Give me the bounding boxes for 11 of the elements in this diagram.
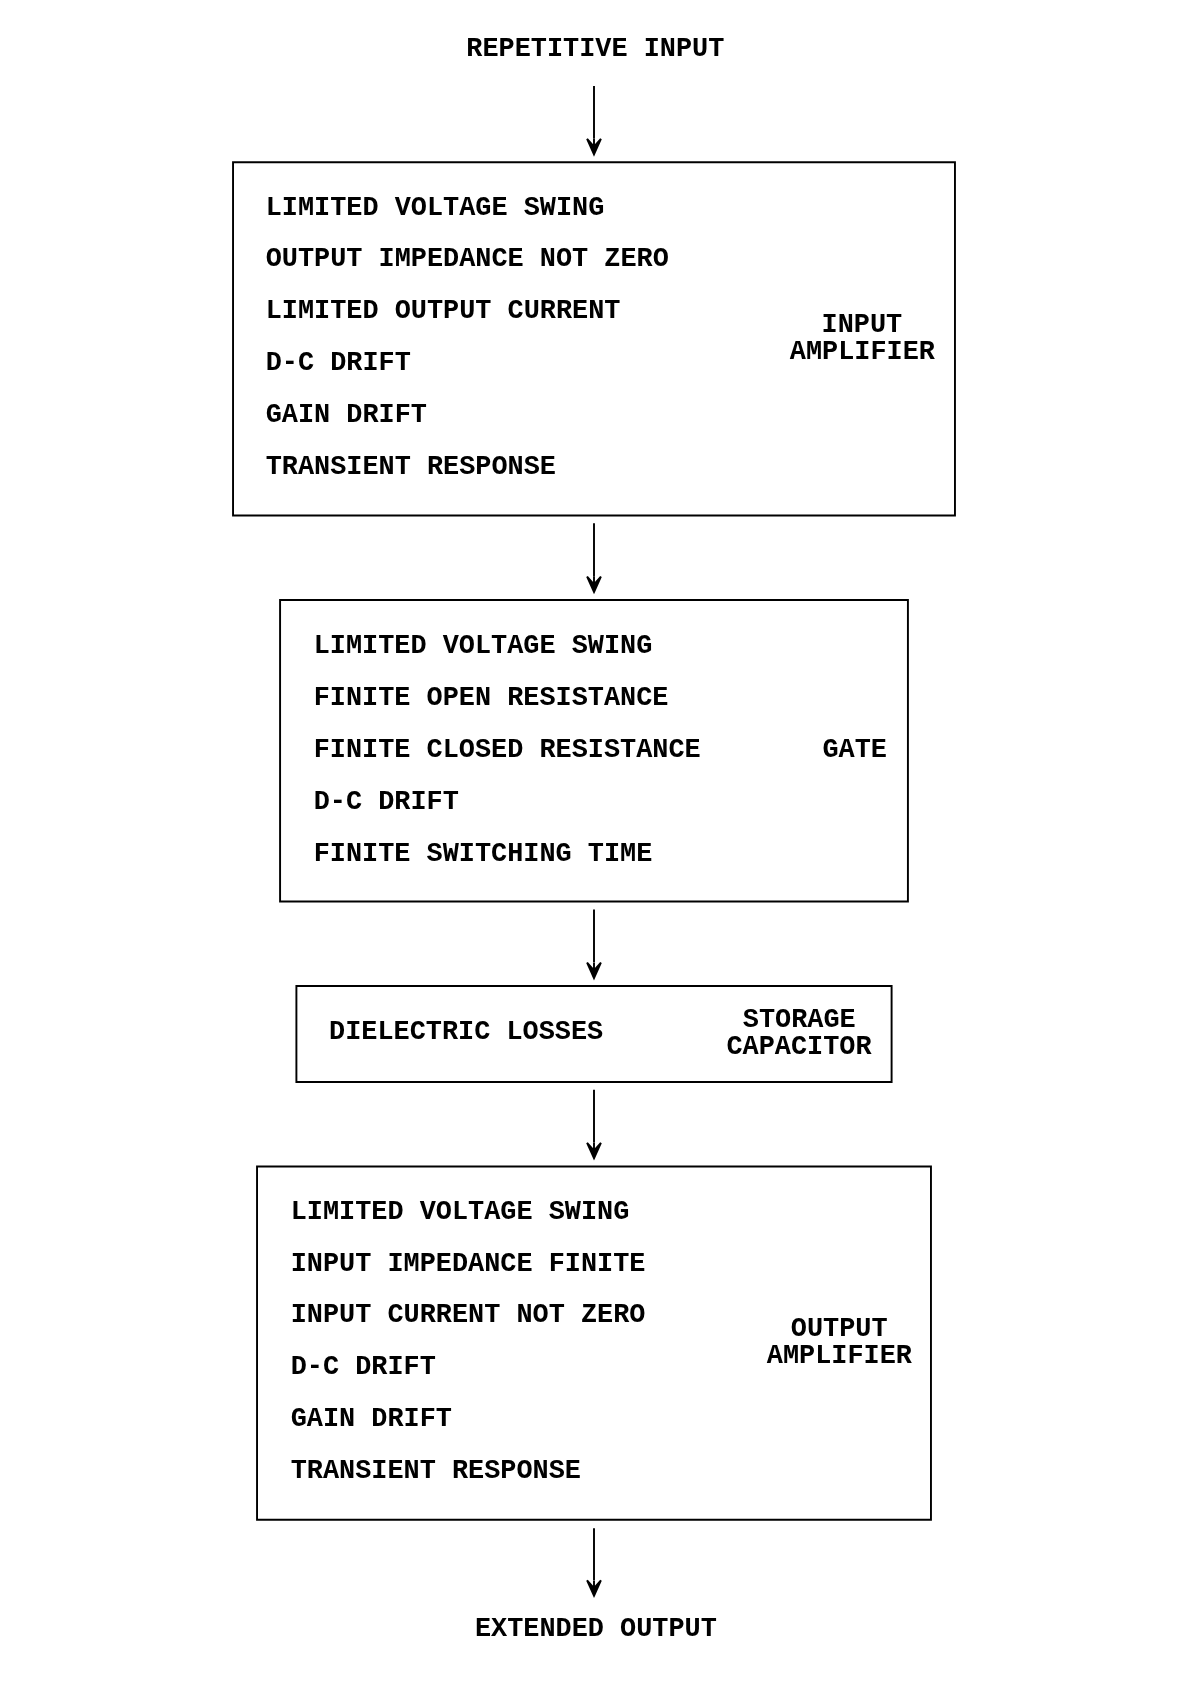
node-box: LIMITED VOLTAGE SWING INPUT IMPEDANCE FINITE INPUT CURRENT NOT ZERO D-C DRIFT GAIN DRIFT TRANSIENT RESPONSE OUTPUT AMPLIFIER bbox=[256, 1165, 932, 1521]
arrow bbox=[586, 522, 602, 593]
arrow bbox=[586, 1527, 602, 1597]
node-box: LIMITED VOLTAGE SWING OUTPUT IMPEDANCE NOT ZERO LIMITED OUTPUT CURRENT D-C DRIFT GAIN DRIFT TRANSIENT RESPONSE INPUT AMPLIFIER bbox=[232, 161, 956, 517]
node-box: DIELECTRIC LOSSES STORAGE CAPACITOR bbox=[295, 985, 893, 1083]
arrow bbox=[586, 1088, 602, 1160]
node-box: LIMITED VOLTAGE SWING FINITE OPEN RESISTANCE FINITE CLOSED RESISTANCE D-C DRIFT FINITE SWITCHING TIME GATE bbox=[279, 599, 909, 903]
node-text: REPETITIVE INPUT bbox=[466, 34, 725, 65]
node-text: EXTENDED OUTPUT bbox=[474, 1614, 717, 1645]
arrow bbox=[586, 85, 602, 156]
arrow bbox=[586, 908, 602, 980]
